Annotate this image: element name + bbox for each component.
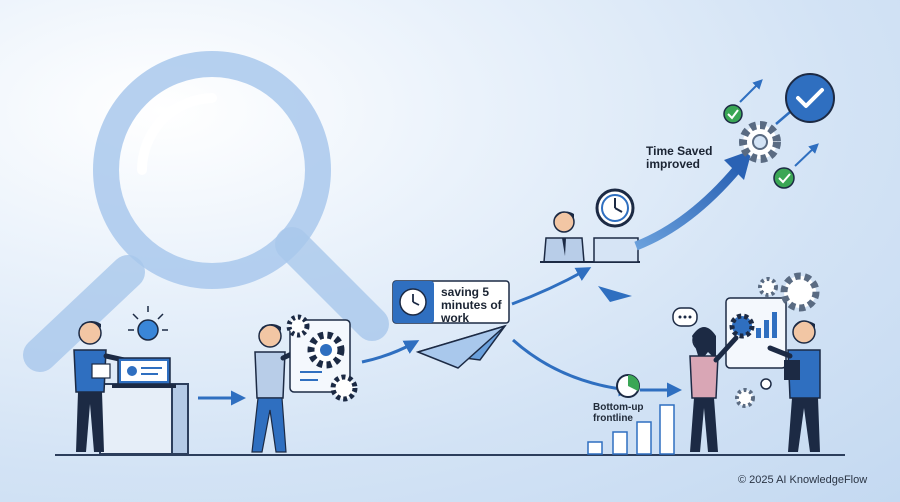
woman-presenting <box>689 327 739 452</box>
gear-icon <box>286 314 310 338</box>
lightbulb-icon <box>128 306 168 341</box>
copyright-text: © 2025 AI KnowledgeFlow <box>738 474 868 486</box>
gear-icon <box>330 374 358 402</box>
saving-callout <box>392 280 510 324</box>
clock-icon <box>595 188 635 228</box>
gear-icon <box>307 331 345 369</box>
person-at-desk <box>73 321 189 455</box>
gear-icon <box>735 388 755 408</box>
person-at-laptop <box>540 211 640 263</box>
flow-arrow-up <box>511 267 592 306</box>
checkmark-icon <box>785 73 835 123</box>
person-presenting <box>251 324 303 453</box>
growth-arrow <box>634 165 742 251</box>
magnifier-icon <box>23 51 389 372</box>
small-arrow <box>739 79 763 103</box>
small-arrow <box>794 143 819 167</box>
saving-label: saving 5 minutes of work <box>441 285 502 326</box>
laptop-icon <box>112 357 176 388</box>
flow-arrow-down <box>512 338 634 397</box>
pie-chart-icon <box>616 374 640 398</box>
growth-arrowhead <box>724 150 752 180</box>
paper-plane-icon <box>415 324 507 369</box>
flow-arrow-2 <box>361 340 420 364</box>
bar-chart-icon <box>587 404 675 455</box>
man-with-tablet <box>767 320 821 452</box>
gear-icon <box>758 277 778 297</box>
gear-icon <box>729 313 755 339</box>
checkmark-icon <box>723 104 743 124</box>
gear-icon <box>739 121 781 163</box>
connector <box>775 111 791 125</box>
chat-bubble-icon <box>672 307 698 327</box>
node-dot <box>760 378 772 390</box>
bottom-up-label: Bottom-up frontline <box>593 402 644 424</box>
gear-icon <box>780 272 820 312</box>
checkmark-icon <box>773 167 795 189</box>
arrow-fragment <box>598 286 632 302</box>
time-saved-label: Time Saved improved <box>646 144 713 172</box>
